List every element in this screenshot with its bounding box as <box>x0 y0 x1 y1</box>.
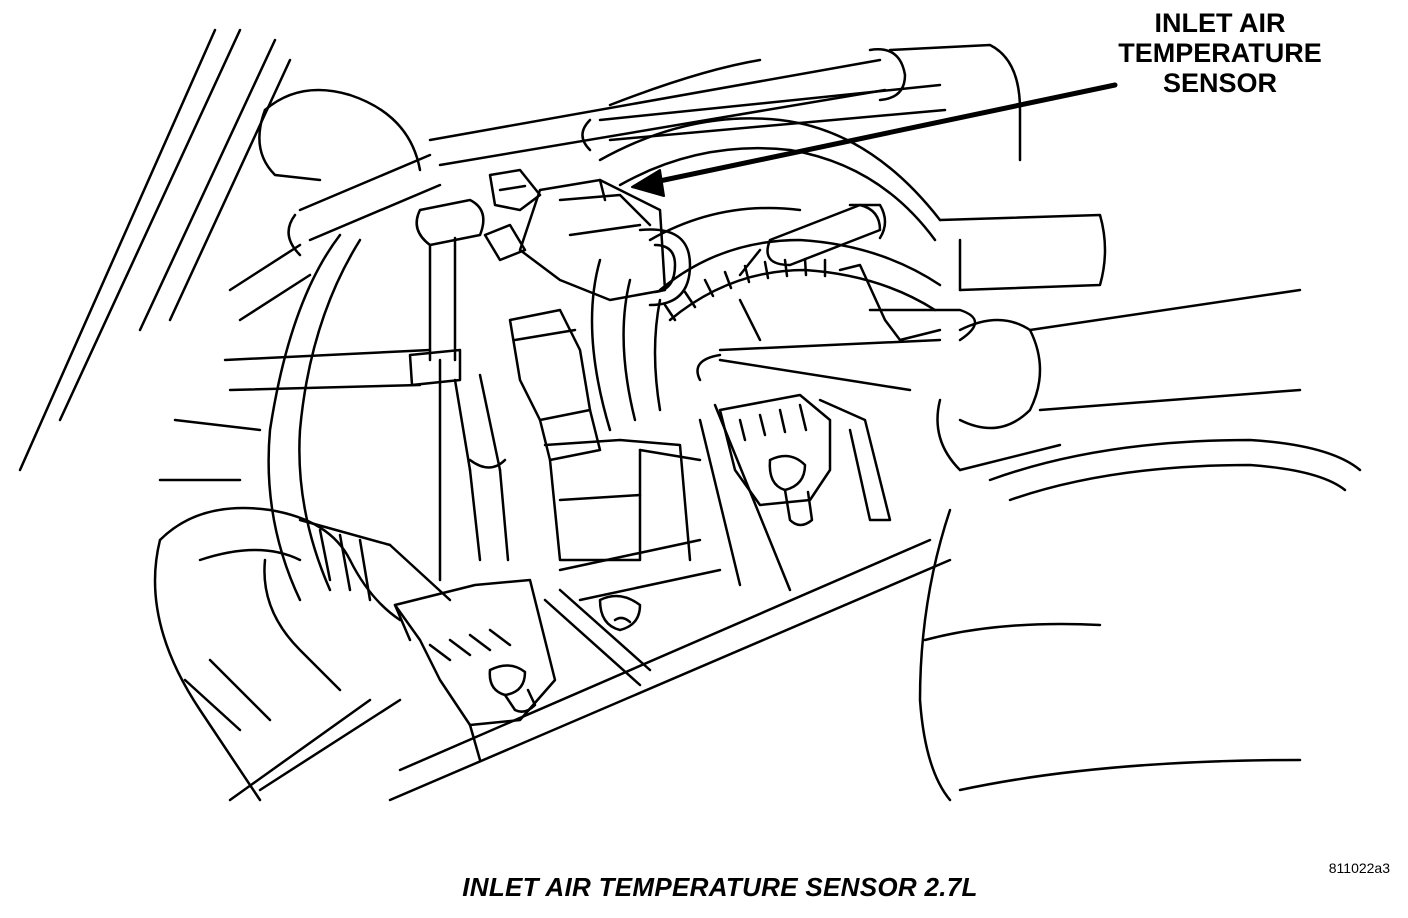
throttle-body-ring <box>658 213 1107 322</box>
fuel-injector-lower <box>393 578 557 762</box>
callout-label: INLET AIR TEMPERATURE SENSOR <box>1080 8 1360 98</box>
inlet-air-temperature-sensor <box>415 168 692 362</box>
lower-left-hose <box>153 506 452 802</box>
fuel-injector-upper <box>508 308 702 562</box>
figure-caption: INLET AIR TEMPERATURE SENSOR 2.7L <box>462 872 978 902</box>
left-hose <box>228 88 442 322</box>
callout-line-2: TEMPERATURE <box>1118 38 1322 68</box>
callout-line-3: SENSOR <box>1162 68 1278 98</box>
figure-id: 811022a3 <box>1328 860 1390 876</box>
fuel-rail <box>348 538 952 802</box>
fender-edge-lines <box>18 28 292 472</box>
callout-arrow <box>631 82 1118 197</box>
throttle-linkage <box>696 203 977 392</box>
air-duct-right <box>918 288 1362 802</box>
fuel-injector-right <box>698 393 892 592</box>
intake-manifold <box>158 117 942 602</box>
center-hose <box>408 348 510 582</box>
upper-tube-assembly <box>428 43 1022 167</box>
callout-line-1: INLET AIR <box>1154 8 1286 38</box>
